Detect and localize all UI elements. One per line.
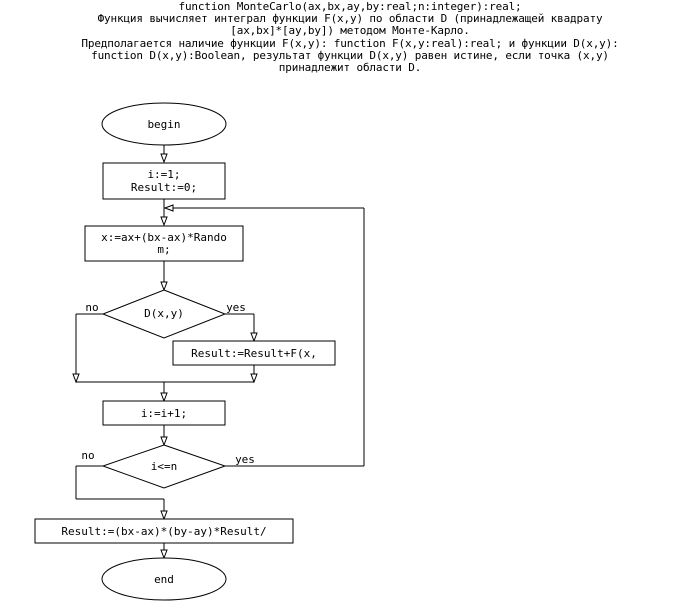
condition-d-diamond xyxy=(101,289,227,339)
increment-box xyxy=(102,400,226,426)
end-node xyxy=(101,557,227,601)
loop-arrowhead xyxy=(163,204,174,212)
condition-d-no-label: no xyxy=(85,301,98,314)
condition-loop-diamond xyxy=(101,444,227,489)
increment-label: i:=i+1; xyxy=(141,407,187,420)
arrowhead xyxy=(160,549,168,560)
header-line-description-1: Функция вычисляет интеграл функции F(x,y… xyxy=(97,12,603,26)
header-line-signature: function MonteCarlo(ax,bx,ay,by:real;n:i… xyxy=(178,0,522,13)
arrowhead xyxy=(250,332,258,343)
final-box xyxy=(34,518,294,544)
header-line-description-4: function D(x,y):Boolean, результат функц… xyxy=(91,48,609,62)
init-line1: i:=1; xyxy=(147,168,180,181)
assign-line1: x:=ax+(bx-ax)*Rando xyxy=(101,231,227,244)
init-line2: Result:=0; xyxy=(131,181,197,194)
assign-box xyxy=(84,225,244,262)
header-line-description-3: Предполагается наличие функции F(x,y): f… xyxy=(81,36,619,50)
arrowhead xyxy=(72,373,80,384)
final-label: Result:=(bx-ax)*(by-ay)*Result/ xyxy=(61,525,266,538)
header-line-description-5: принадлежит области D. xyxy=(278,61,422,75)
arrowhead xyxy=(160,216,168,227)
condition-d-yes-label: yes xyxy=(226,301,246,314)
begin-label: begin xyxy=(147,118,180,131)
condition-loop-label: i<=n xyxy=(151,460,178,473)
arrowhead xyxy=(160,392,168,403)
accumulate-label: Result:=Result+F(x, xyxy=(191,347,317,360)
condition-d-label: D(x,y) xyxy=(144,307,184,320)
arrowhead xyxy=(160,281,168,292)
condition-loop-no-label: no xyxy=(81,449,94,462)
init-box xyxy=(102,162,226,200)
arrowhead xyxy=(250,373,258,384)
arrowhead xyxy=(160,436,168,447)
accumulate-box xyxy=(172,340,336,366)
arrowhead xyxy=(160,153,168,164)
arrowhead xyxy=(160,510,168,521)
header-text: function MonteCarlo(ax,bx,ay,by:real;n:i… xyxy=(0,0,700,75)
end-label: end xyxy=(154,573,174,586)
header-line-description-2: [ax,bx]*[ay,by]) методом Монте-Карло. xyxy=(230,24,470,38)
condition-loop-yes-label: yes xyxy=(235,453,255,466)
assign-line2: m; xyxy=(157,243,170,256)
